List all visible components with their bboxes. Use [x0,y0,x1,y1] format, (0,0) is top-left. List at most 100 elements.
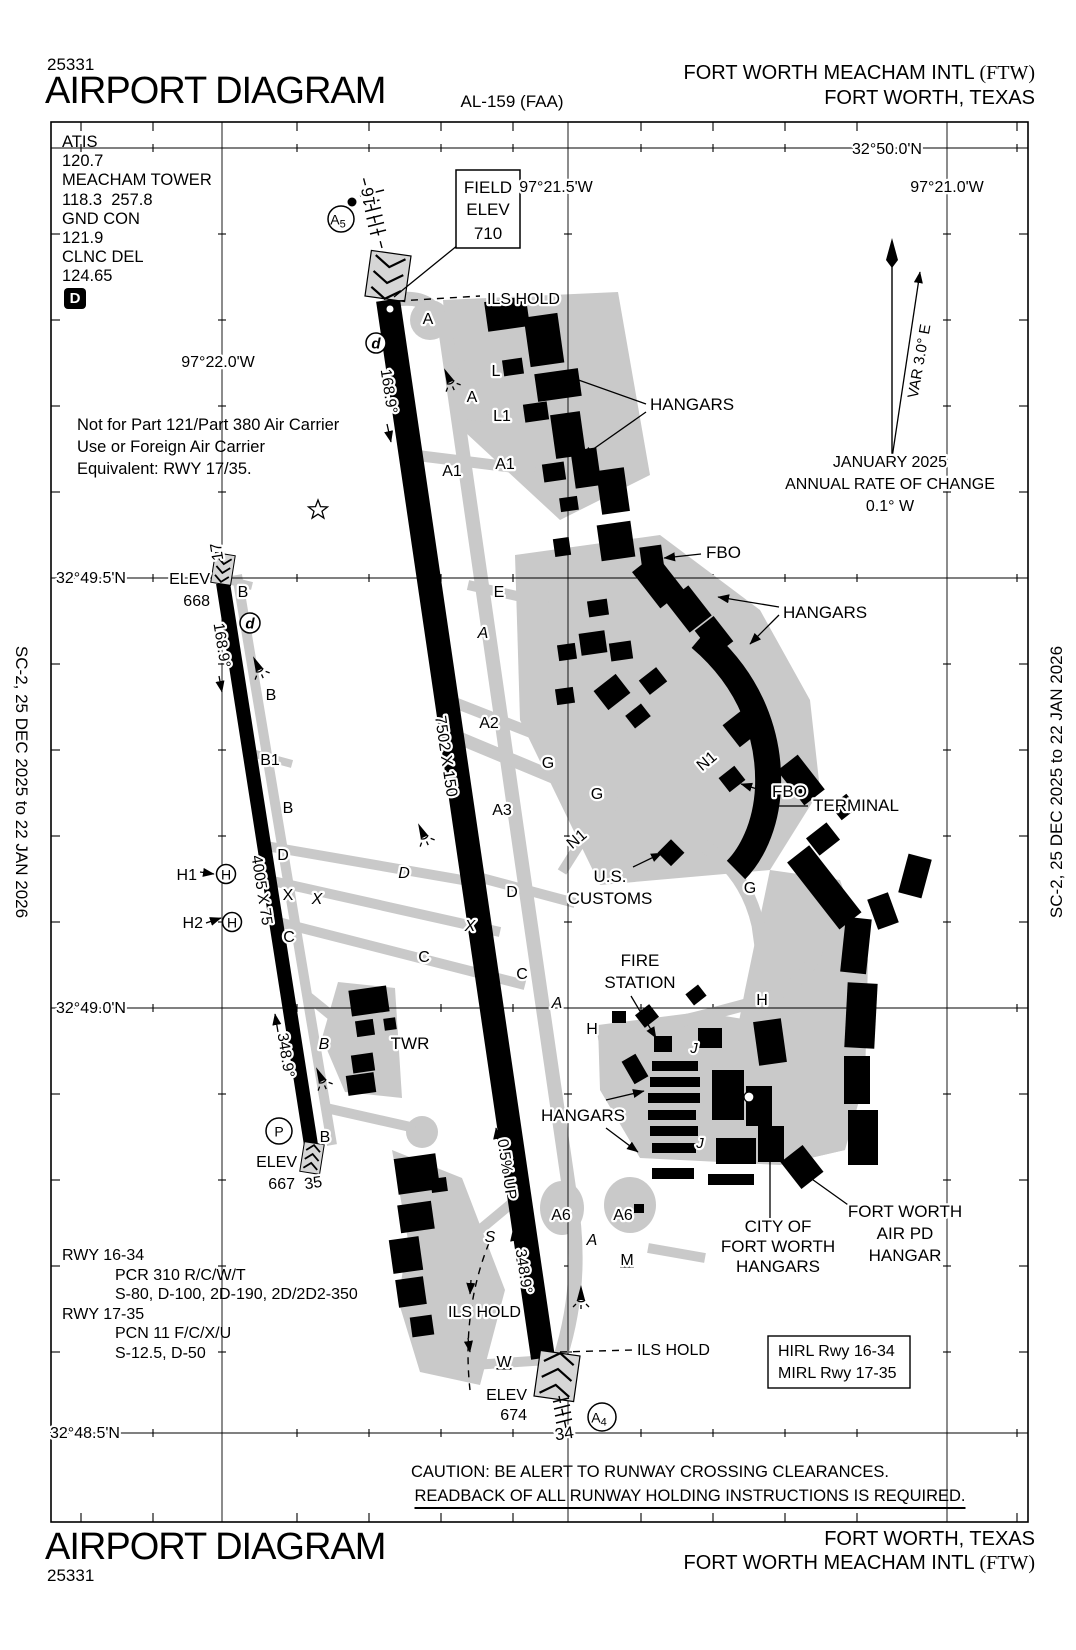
glider-d-16-circle: d [365,332,387,354]
approach-centerline-34 [558,1395,567,1429]
chart-border [50,121,1029,1523]
al-code: AL-159 (FAA) [460,92,564,111]
label-cityof-3: HANGARS [736,1257,820,1276]
magnetic-variation-arrow [891,271,923,459]
label-twy-j-1: J [689,1040,698,1057]
label-twy-h-1: H [586,1021,598,1038]
label-twy-g-2: G [591,786,603,803]
label-twy-d-1: D [277,847,289,864]
label-cityof-2: FORT WORTH [721,1237,835,1256]
glider-d-17-circle: d [239,612,261,634]
label-lat-490: 32°49.0'N [56,1000,126,1017]
label-twy-a-2: A [467,389,478,406]
label-twy-b-1: B [238,584,249,601]
clearance-freq: 124.65 [62,267,113,286]
label-twy-m: M [620,1252,633,1269]
chart-number-bottom: 25331 [47,1566,95,1585]
label-elev-668-1: ELEV [169,571,210,588]
label-twy-l1: L1 [493,408,511,425]
label-twy-a-4: A [551,995,563,1012]
runway-lighting-box: HIRL Rwy 16-34 MIRL Rwy 17-35 [767,1335,911,1389]
airport-city-top: FORT WORTH, TEXAS [824,87,1035,109]
label-twy-a3: A3 [492,802,512,819]
runway-17-35 [216,581,318,1147]
runways [209,175,582,1429]
rwy1634-weights: S-80, D-100, 2D-190, 2D/2D2-350 [115,1286,358,1303]
rwy1634-pcr: PCR 310 R/C/W/T [115,1266,246,1284]
label-hangars-e: HANGARS [783,603,867,622]
page-title-bottom: AIRPORT DIAGRAM [45,1526,386,1568]
label-twy-a2: A2 [479,715,499,732]
label-hangars-s: HANGARS [541,1106,625,1125]
label-var: VAR 3.0° E [905,323,935,400]
runway-16-34 [376,298,555,1360]
label-twy-g-1: G [542,755,554,772]
label-twy-c-3: C [516,966,528,983]
svg-text:d: d [371,336,381,353]
label-twy-x-2: X [311,891,324,908]
ground-label: GND CON [62,209,140,228]
label-twy-h-2: H [756,992,768,1009]
airport-name-text: FORT WORTH MEACHAM INTL [683,62,980,84]
label-twy-d-3: D [506,884,518,901]
atis-label: ATIS [62,133,98,151]
label-elev-674-2: 674 [500,1407,527,1424]
label-ils-hold-se: ILS HOLD [637,1342,710,1359]
chart-number-top: 25331 [47,55,95,74]
label-twy-a1-w: A1 [442,463,462,480]
svg-text:H: H [221,867,231,883]
label-elev-668-2: 668 [183,593,210,610]
north-arrow [886,238,923,459]
ils-hold-lines [397,295,634,1391]
label-twy-b-4: B [319,1036,330,1053]
airport-city-bottom: FORT WORTH, TEXAS [824,1528,1035,1550]
threshold-dot [386,305,394,313]
svg-text:H: H [227,915,237,931]
ground-freq: 121.9 [62,229,104,248]
label-elev-674-1: ELEV [486,1387,527,1404]
label-twy-s: S [485,1229,496,1246]
label-rate: ANNUAL RATE OF CHANGE [785,476,995,493]
label-twr: TWR [391,1034,430,1053]
label-twy-w: W [496,1354,512,1371]
caution-line2: READBACK OF ALL RUNWAY HOLDING INSTRUCTI… [414,1487,966,1509]
rwy1735-label: RWY 17-35 [62,1305,145,1323]
rwy1634-label: RWY 16-34 [62,1247,145,1264]
airport-name-top: FORT WORTH MEACHAM INTL (FTW) [684,62,1035,85]
label-twy-x-3: X [464,918,477,935]
label-lon-220: 97°22.0'W [181,354,255,371]
label-twy-e: E [494,584,505,601]
label-terminal: TERMINAL [813,796,899,815]
label-customs: CUSTOMS [568,889,653,908]
label-twy-b-3: B [283,800,294,817]
label-twy-a-1: A [423,311,434,328]
rwy1735-pcn: PCN 11 F/C/X/U [115,1325,232,1342]
approach-lights-34 [552,1397,573,1424]
svg-text:d: d [245,616,255,633]
obstruction-star-icon [306,498,330,520]
carrier-note-line2: Use or Foreign Air Carrier [77,438,265,456]
label-twy-a1-e: A1 [495,456,515,473]
label-twy-l: L [492,363,501,380]
field-elev-value: 710 [474,224,502,243]
hirl-note: HIRL Rwy 16-34 [778,1343,895,1360]
label-cityof-1: CITY OF [745,1217,812,1236]
label-twy-c-2: C [418,949,430,966]
tower-label: MEACHAM TOWER [62,171,212,190]
label-hangars-n: HANGARS [650,395,734,414]
label-ils-hold-sw: ILS HOLD [448,1304,521,1321]
atis-freq: 120.7 [62,152,104,171]
label-rw17: 17 [208,541,228,561]
taxiway-a5-circle: A5 [327,205,355,233]
airport-name-text-bottom: FORT WORTH MEACHAM INTL [683,1552,980,1574]
label-fire: FIRE [621,951,660,970]
clearance-delivery-icon: D [64,288,86,309]
label-h1: H1 [177,867,198,884]
label-h2: H2 [183,915,204,932]
field-elev-line1: FIELD [464,178,512,197]
tower-freqs: 118.3 257.8 [62,190,153,209]
taxiways [227,291,828,1373]
label-elev-667-1: ELEV [256,1154,297,1171]
